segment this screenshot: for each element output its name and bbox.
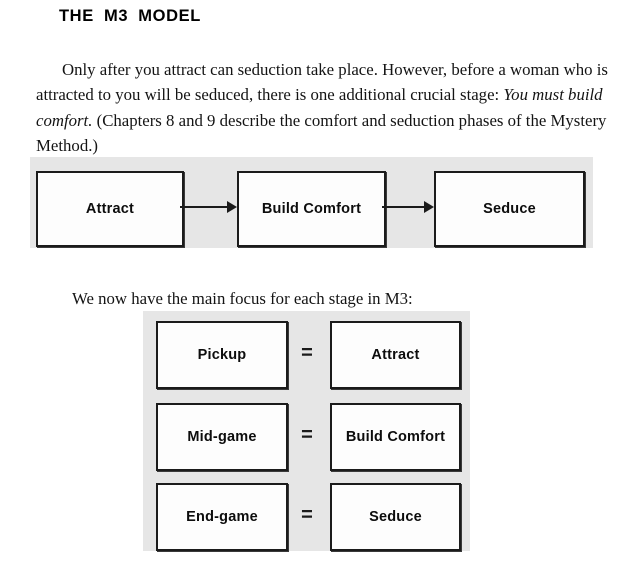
flow-box-build-comfort-label: Build Comfort bbox=[261, 201, 362, 217]
arrow-shaft bbox=[382, 206, 424, 208]
intro-emphasized-phrase: You must build comfort. bbox=[36, 85, 603, 130]
eq-box-seduce-label: Seduce bbox=[369, 509, 422, 525]
flow-box-seduce-label: Seduce bbox=[483, 201, 536, 217]
flow-box-attract[interactable]: Attract bbox=[36, 171, 184, 247]
eq-box-pickup-label: Pickup bbox=[197, 347, 247, 363]
arrow-attract-to-build-comfort-icon bbox=[180, 201, 237, 213]
eq-box-build-comfort[interactable]: Build Comfort bbox=[330, 403, 461, 471]
eq-box-mid-game-label: Mid-game bbox=[187, 429, 257, 445]
equals-sign-icon: = bbox=[301, 423, 313, 446]
flow-box-seduce[interactable]: Seduce bbox=[434, 171, 585, 247]
eq-box-attract-label: Attract bbox=[371, 347, 420, 363]
eq-box-build-comfort-label: Build Comfort bbox=[345, 429, 446, 445]
m3-equivalence-diagram: Pickup = Attract Mid-game = Build Comfor… bbox=[143, 311, 470, 551]
flow-box-build-comfort[interactable]: Build Comfort bbox=[237, 171, 386, 247]
intro-text-before-emphasis: Only after you attract can seduction tak… bbox=[36, 59, 608, 105]
equivalence-row: End-game = Seduce bbox=[143, 483, 470, 551]
equivalence-row: Pickup = Attract bbox=[143, 321, 470, 389]
eq-box-seduce[interactable]: Seduce bbox=[330, 483, 461, 551]
focus-paragraph: We now have the main focus for each stag… bbox=[72, 288, 413, 308]
arrow-head bbox=[424, 201, 434, 213]
eq-box-end-game[interactable]: End-game bbox=[156, 483, 288, 551]
eq-box-mid-game[interactable]: Mid-game bbox=[156, 403, 288, 471]
arrow-shaft bbox=[180, 206, 227, 208]
intro-paragraph: Only after you attract can seduction tak… bbox=[36, 57, 612, 159]
m3-flow-diagram: Attract Build Comfort Seduce bbox=[30, 157, 593, 248]
equals-sign-icon: = bbox=[301, 341, 313, 364]
arrow-build-comfort-to-seduce-icon bbox=[382, 201, 434, 213]
intro-text-after-emphasis: (Chapters 8 and 9 describe the comfort a… bbox=[36, 110, 607, 156]
page-title: THE M3 MODEL bbox=[59, 7, 201, 25]
flow-box-attract-label: Attract bbox=[85, 201, 135, 217]
eq-box-attract[interactable]: Attract bbox=[330, 321, 461, 389]
eq-box-pickup[interactable]: Pickup bbox=[156, 321, 288, 389]
arrow-head bbox=[227, 201, 237, 213]
equivalence-row: Mid-game = Build Comfort bbox=[143, 403, 470, 471]
eq-box-end-game-label: End-game bbox=[186, 509, 258, 525]
equals-sign-icon: = bbox=[301, 503, 313, 526]
